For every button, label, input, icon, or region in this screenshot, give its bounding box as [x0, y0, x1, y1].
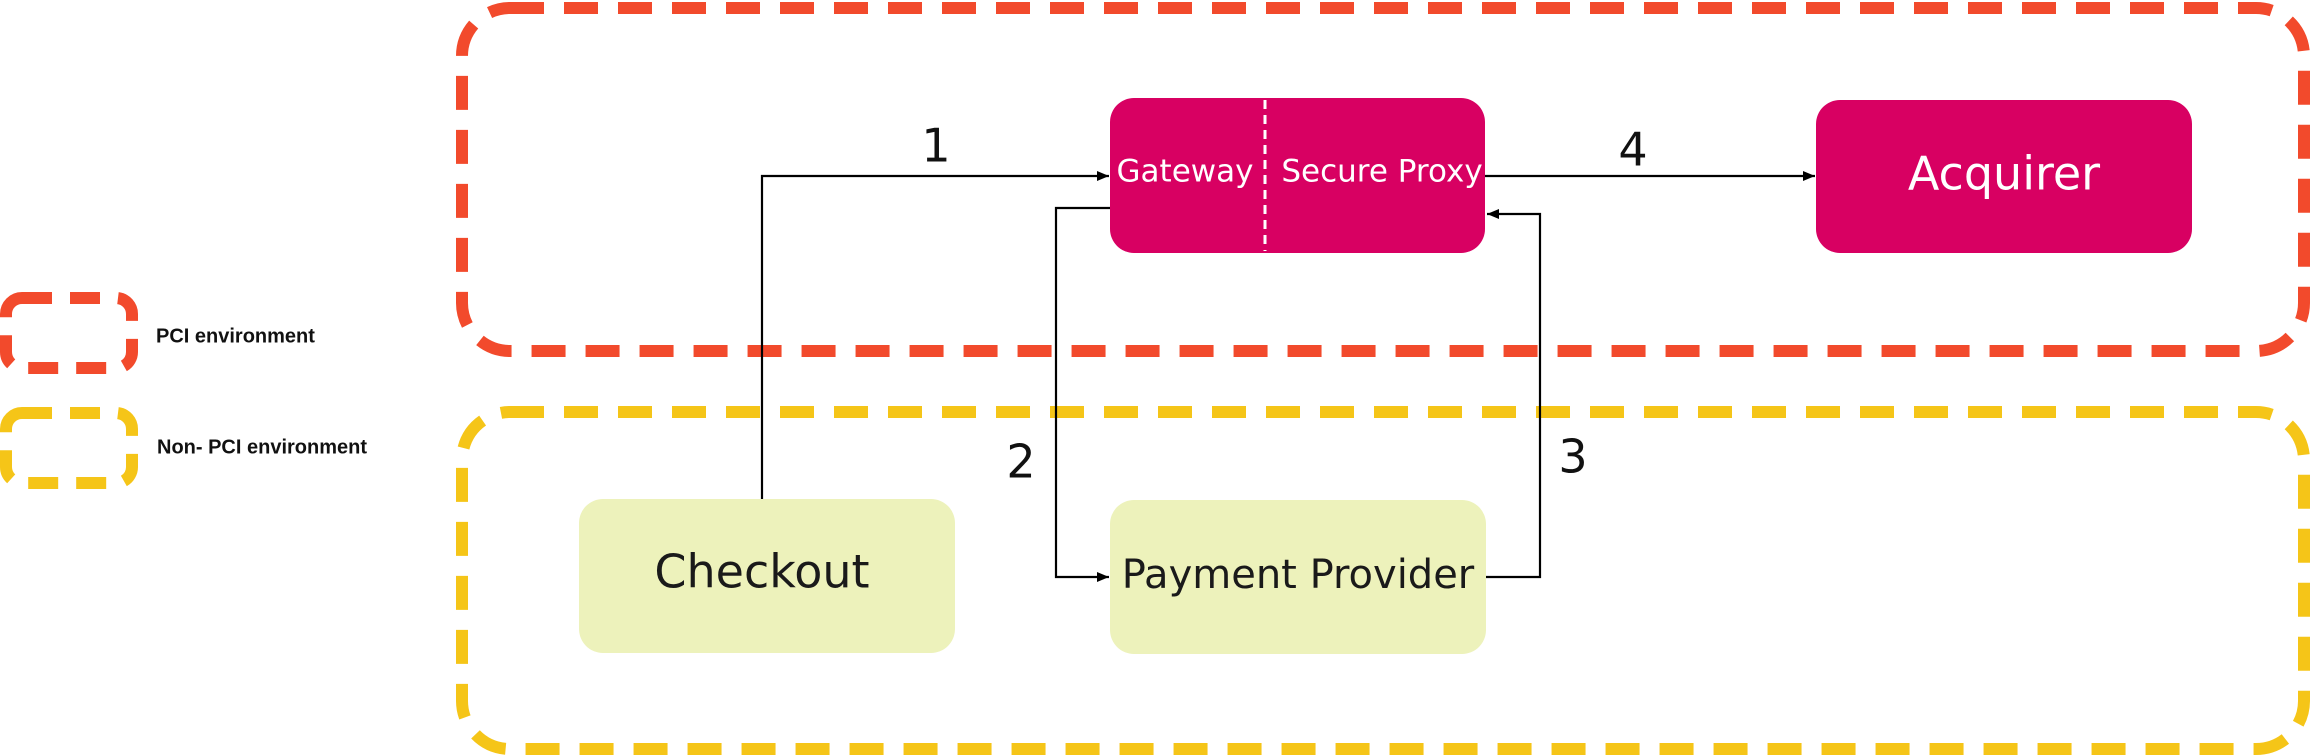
non-pci-zone: [456, 406, 2310, 755]
step-label-4: 4: [1618, 123, 1647, 177]
checkout-node: [579, 499, 955, 653]
payment-provider-label: Payment Provider: [1122, 552, 1475, 598]
payment-provider-node: [1110, 500, 1486, 654]
gateway-proxy-node: [1110, 98, 1485, 253]
flow-arrow-2: [1054, 206, 1110, 582]
gateway-label: Gateway: [1117, 154, 1254, 190]
acquirer-node: [1816, 100, 2192, 253]
legend-non-pci-label: Non- PCI environment: [157, 436, 367, 458]
legend-pci-label: PCI environment: [156, 325, 315, 347]
legend-non-pci-swatch: [0, 407, 138, 489]
acquirer-label: Acquirer: [1908, 147, 2100, 201]
step-label-1: 1: [921, 119, 950, 173]
pci-zone: [456, 2, 2310, 357]
flow-arrow-3: [1486, 209, 1542, 579]
flow-arrow-1: [760, 171, 1109, 499]
checkout-label: Checkout: [654, 545, 869, 599]
secure-proxy-label: Secure Proxy: [1281, 154, 1482, 190]
legend-pci-swatch: [0, 292, 138, 374]
step-label-3: 3: [1558, 430, 1587, 484]
step-label-2: 2: [1006, 435, 1035, 489]
